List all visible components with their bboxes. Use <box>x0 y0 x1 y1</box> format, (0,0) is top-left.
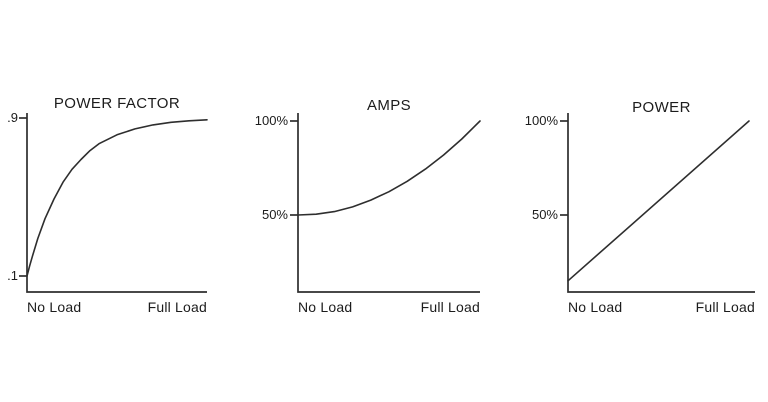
amps-full-load-label: Full Load <box>420 299 480 315</box>
amps-axes <box>297 113 480 293</box>
power-factor-title: POWER FACTOR <box>53 95 181 112</box>
power-ytick-label-50: 50% <box>531 207 558 222</box>
power-factor-axes <box>26 113 207 293</box>
power-factor-curve <box>26 119 208 277</box>
power-title: POWER <box>632 99 691 116</box>
power-full-load-label: Full Load <box>695 299 755 315</box>
power-no-load-label: No Load <box>568 299 623 315</box>
amps-ytick-label-50: 50% <box>261 207 288 222</box>
amps-title: AMPS <box>366 97 412 114</box>
amps-curve <box>297 120 481 216</box>
power-factor-no-load-label: No Load <box>27 299 82 315</box>
amps-no-load-label: No Load <box>298 299 353 315</box>
power-line <box>567 120 750 282</box>
power-factor-full-load-label: Full Load <box>147 299 207 315</box>
power-ytick-label-100: 100% <box>524 113 558 128</box>
power-factor-ytick-label-0.1: .1 <box>7 268 18 283</box>
amps-ytick-label-100: 100% <box>254 113 288 128</box>
power-factor-ytick-label-0.9: .9 <box>7 110 18 125</box>
power-axes <box>567 113 755 293</box>
